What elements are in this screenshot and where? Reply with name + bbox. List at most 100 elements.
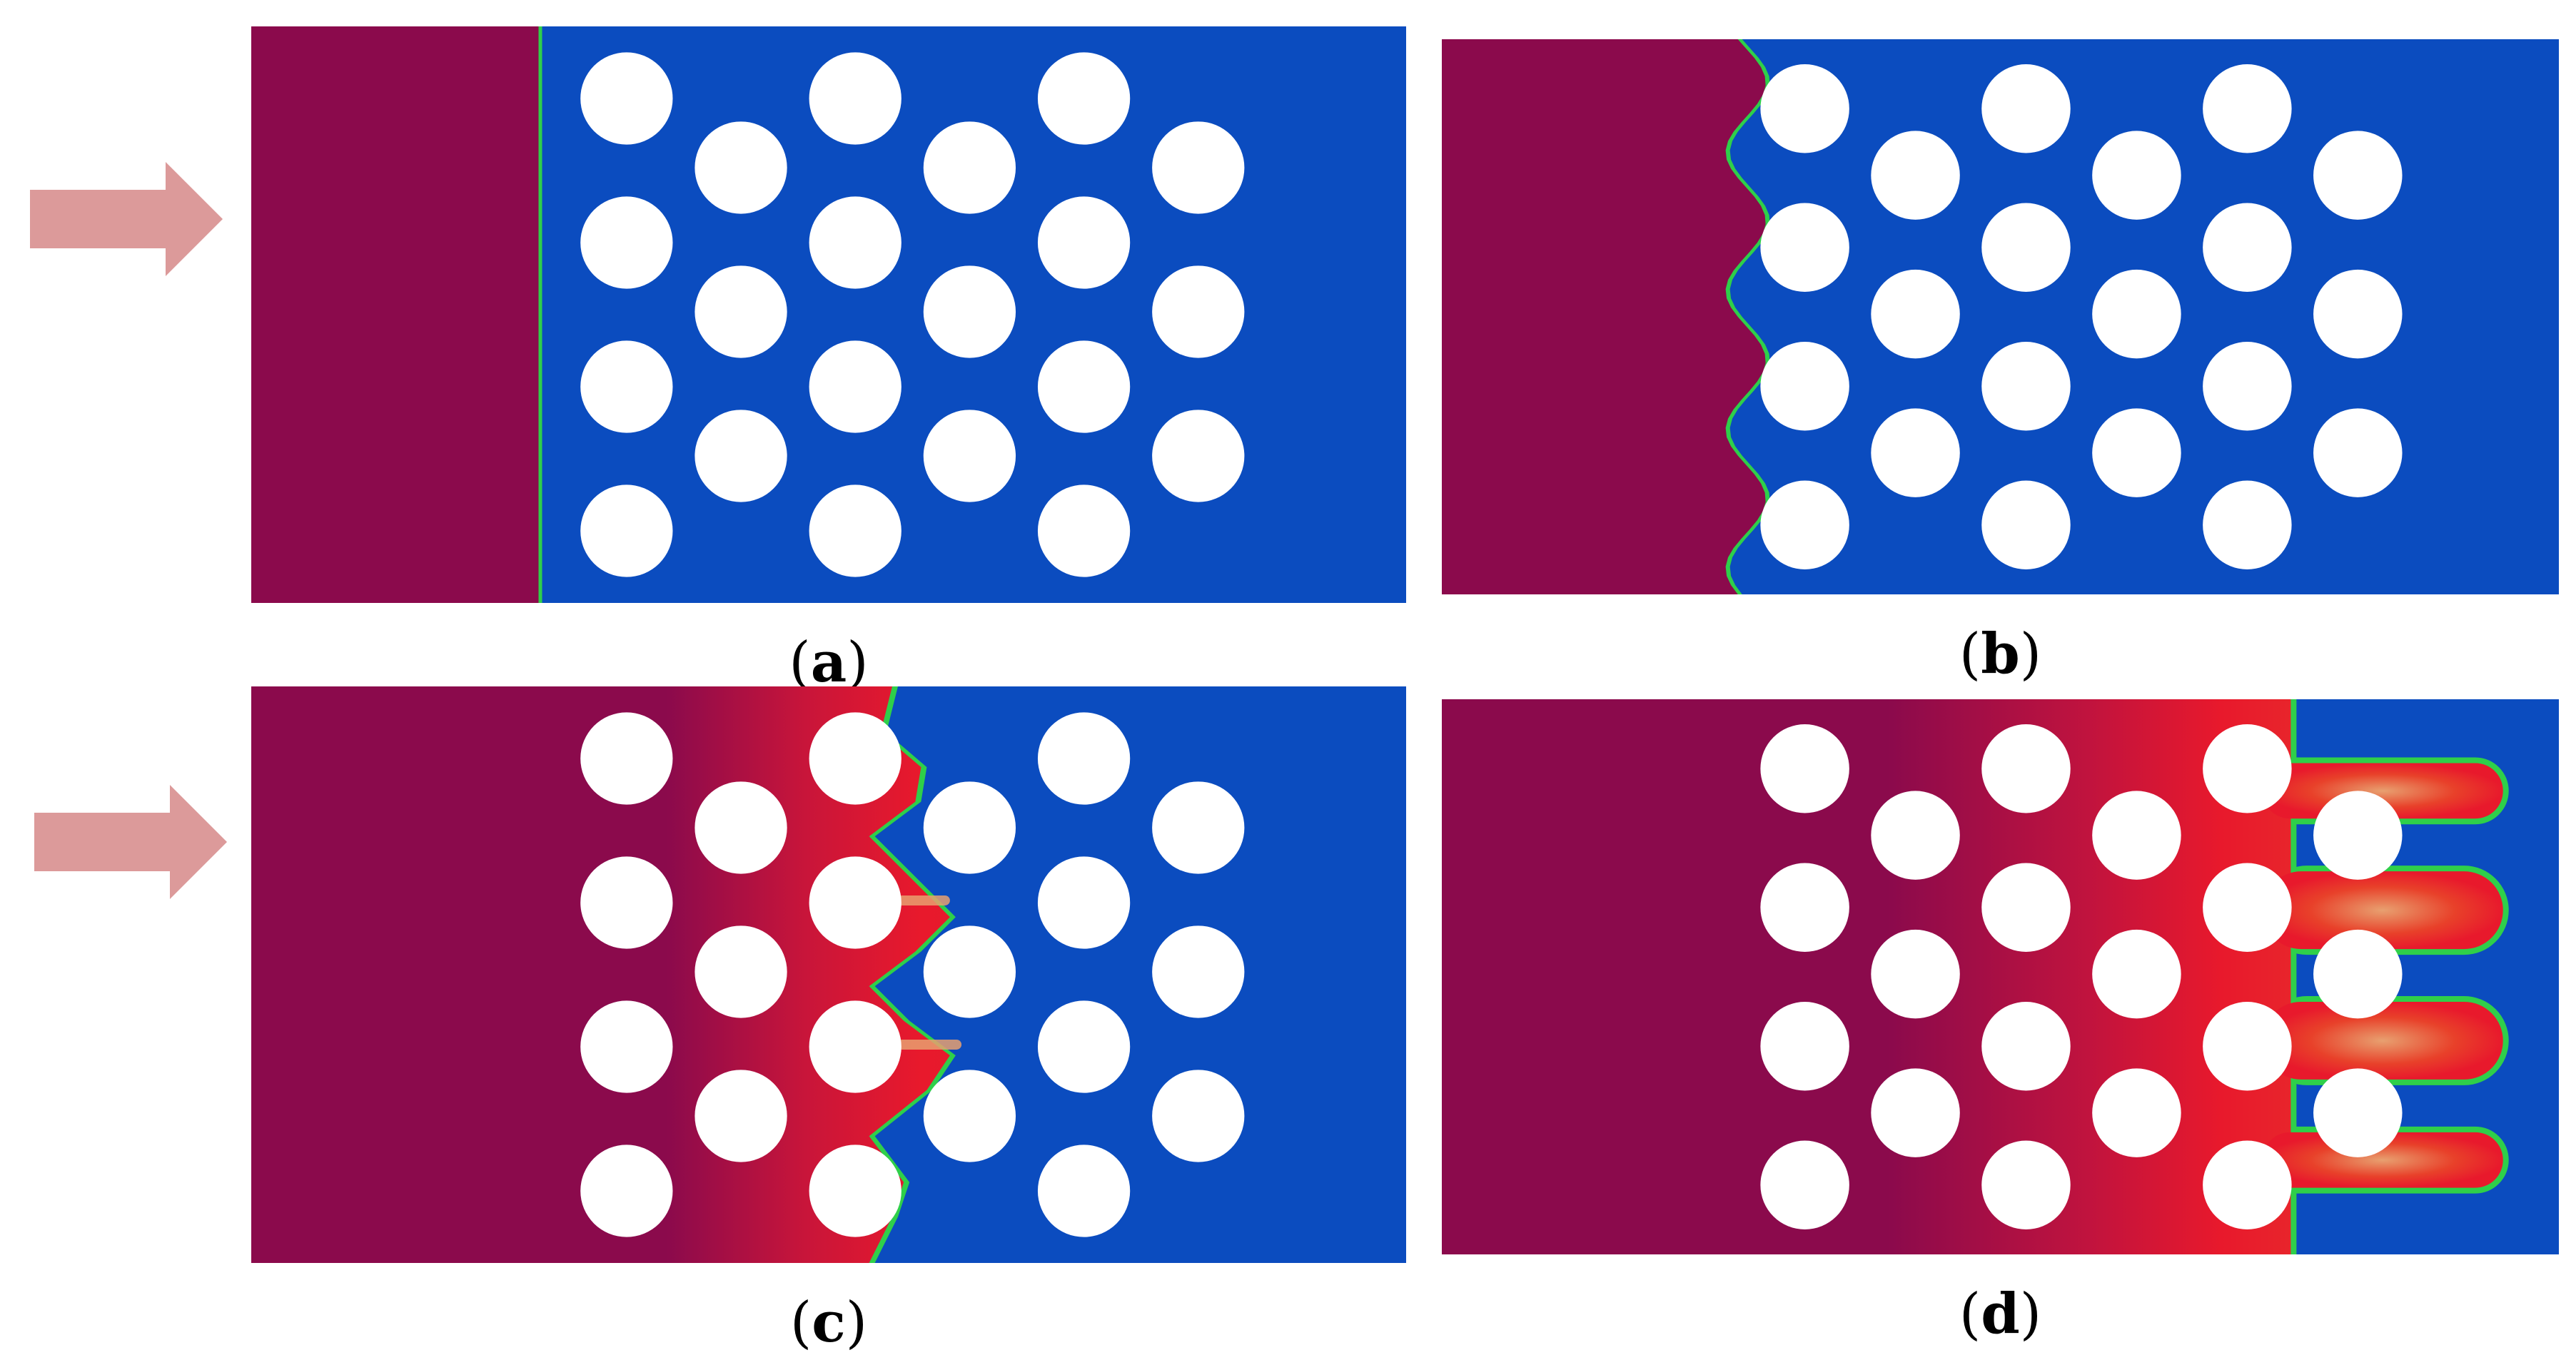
- obstacle-circle: [1037, 52, 1131, 145]
- obstacle-circle: [2092, 791, 2181, 880]
- obstacle-circle: [1152, 121, 1245, 214]
- obstacle-circle: [2203, 64, 2292, 153]
- obstacle-circle: [580, 712, 673, 805]
- panel-label-b: (b): [1959, 621, 2041, 686]
- obstacle-circle: [1152, 1070, 1245, 1162]
- obstacle-circle: [580, 484, 673, 577]
- obstacle-circle: [1871, 131, 1960, 220]
- interface-line: [538, 26, 542, 603]
- obstacle-circle: [1037, 1000, 1131, 1093]
- obstacle-circle: [1152, 781, 1245, 874]
- panel-d: (d): [1442, 699, 2559, 1346]
- obstacle-circle: [1037, 856, 1131, 949]
- obstacle-circle: [2092, 1068, 2181, 1157]
- obstacle-circle: [1760, 203, 1849, 292]
- obstacle-circle: [2313, 408, 2403, 497]
- obstacle-circle: [694, 925, 787, 1018]
- obstacle-circle: [1981, 203, 2071, 292]
- panel-label-c: (c): [790, 1290, 867, 1355]
- obstacle-circle: [2313, 1068, 2403, 1157]
- obstacle-circle: [1760, 342, 1849, 431]
- obstacle-circle: [1871, 929, 1960, 1019]
- obstacle-circle: [1981, 1002, 2071, 1091]
- obstacle-circle: [580, 1000, 673, 1093]
- obstacle-circle: [809, 856, 901, 949]
- obstacle-circle: [694, 121, 787, 214]
- obstacle-circle: [809, 1145, 901, 1237]
- right-arrow-icon: [30, 162, 223, 276]
- obstacle-circle: [2313, 929, 2403, 1019]
- viscous-finger: [2262, 871, 2503, 950]
- panel-label-a: (a): [789, 630, 868, 695]
- obstacle-circle: [580, 1145, 673, 1237]
- obstacle-circle: [809, 340, 901, 433]
- obstacle-circle: [580, 196, 673, 289]
- obstacle-circle: [1760, 863, 1849, 952]
- viscous-finger: [2262, 763, 2503, 819]
- obstacle-circle: [923, 781, 1016, 874]
- obstacle-circle: [809, 712, 901, 805]
- obstacle-circle: [923, 121, 1016, 214]
- invading-fluid-region: [251, 26, 540, 603]
- obstacle-circle: [923, 410, 1016, 502]
- panel-label-d: (d): [1959, 1282, 2041, 1346]
- obstacle-circle: [1760, 1002, 1849, 1091]
- viscous-finger: [2262, 1002, 2503, 1080]
- obstacle-circle: [694, 1070, 787, 1162]
- obstacle-circle: [2313, 269, 2403, 359]
- obstacle-circle: [2203, 480, 2292, 569]
- obstacle-circle: [2203, 1140, 2292, 1229]
- panel-a: (a): [251, 26, 1406, 695]
- obstacle-circle: [694, 265, 787, 358]
- obstacle-circle: [1760, 480, 1849, 569]
- obstacle-circle: [809, 484, 901, 577]
- panel-c: (c): [251, 686, 1406, 1355]
- obstacle-circle: [2092, 269, 2181, 359]
- obstacle-circle: [1152, 925, 1245, 1018]
- obstacle-circle: [2092, 408, 2181, 497]
- invading-fluid-region: [1442, 699, 2509, 1254]
- obstacle-circle: [1981, 480, 2071, 569]
- obstacle-circle: [809, 52, 901, 145]
- obstacle-circle: [1037, 196, 1131, 289]
- obstacle-circle: [2313, 131, 2403, 220]
- obstacle-circle: [2203, 203, 2292, 292]
- invading-fluid-region: [1442, 39, 1766, 594]
- obstacle-circle: [1760, 1140, 1849, 1229]
- obstacle-circle: [1760, 724, 1849, 813]
- obstacle-circle: [694, 410, 787, 502]
- obstacle-circle: [1152, 410, 1245, 502]
- obstacle-circle: [1037, 340, 1131, 433]
- obstacle-circle: [1871, 408, 1960, 497]
- obstacle-circle: [1037, 1145, 1131, 1237]
- obstacle-circle: [923, 925, 1016, 1018]
- obstacle-circle: [1037, 712, 1131, 805]
- obstacle-circle: [1871, 269, 1960, 359]
- obstacle-circle: [1981, 1140, 2071, 1229]
- obstacle-circle: [1152, 265, 1245, 358]
- obstacle-circle: [1871, 791, 1960, 880]
- obstacle-circle: [1981, 342, 2071, 431]
- obstacle-circle: [1981, 724, 2071, 813]
- obstacle-circle: [809, 196, 901, 289]
- obstacle-circle: [580, 856, 673, 949]
- obstacle-circle: [2092, 929, 2181, 1019]
- obstacle-circle: [1981, 64, 2071, 153]
- obstacle-circle: [1760, 64, 1849, 153]
- obstacle-circle: [1981, 863, 2071, 952]
- obstacle-circle: [2092, 131, 2181, 220]
- obstacle-circle: [2203, 342, 2292, 431]
- viscous-finger: [2262, 1132, 2503, 1188]
- obstacle-circle: [580, 52, 673, 145]
- obstacle-circle: [2313, 791, 2403, 880]
- obstacle-circle: [1871, 1068, 1960, 1157]
- obstacle-circle: [2203, 863, 2292, 952]
- obstacle-circle: [694, 781, 787, 874]
- obstacle-circle: [2203, 1002, 2292, 1091]
- panel-b: (b): [1442, 39, 2559, 686]
- obstacle-circle: [1037, 484, 1131, 577]
- obstacle-circle: [923, 1070, 1016, 1162]
- obstacle-circle: [809, 1000, 901, 1093]
